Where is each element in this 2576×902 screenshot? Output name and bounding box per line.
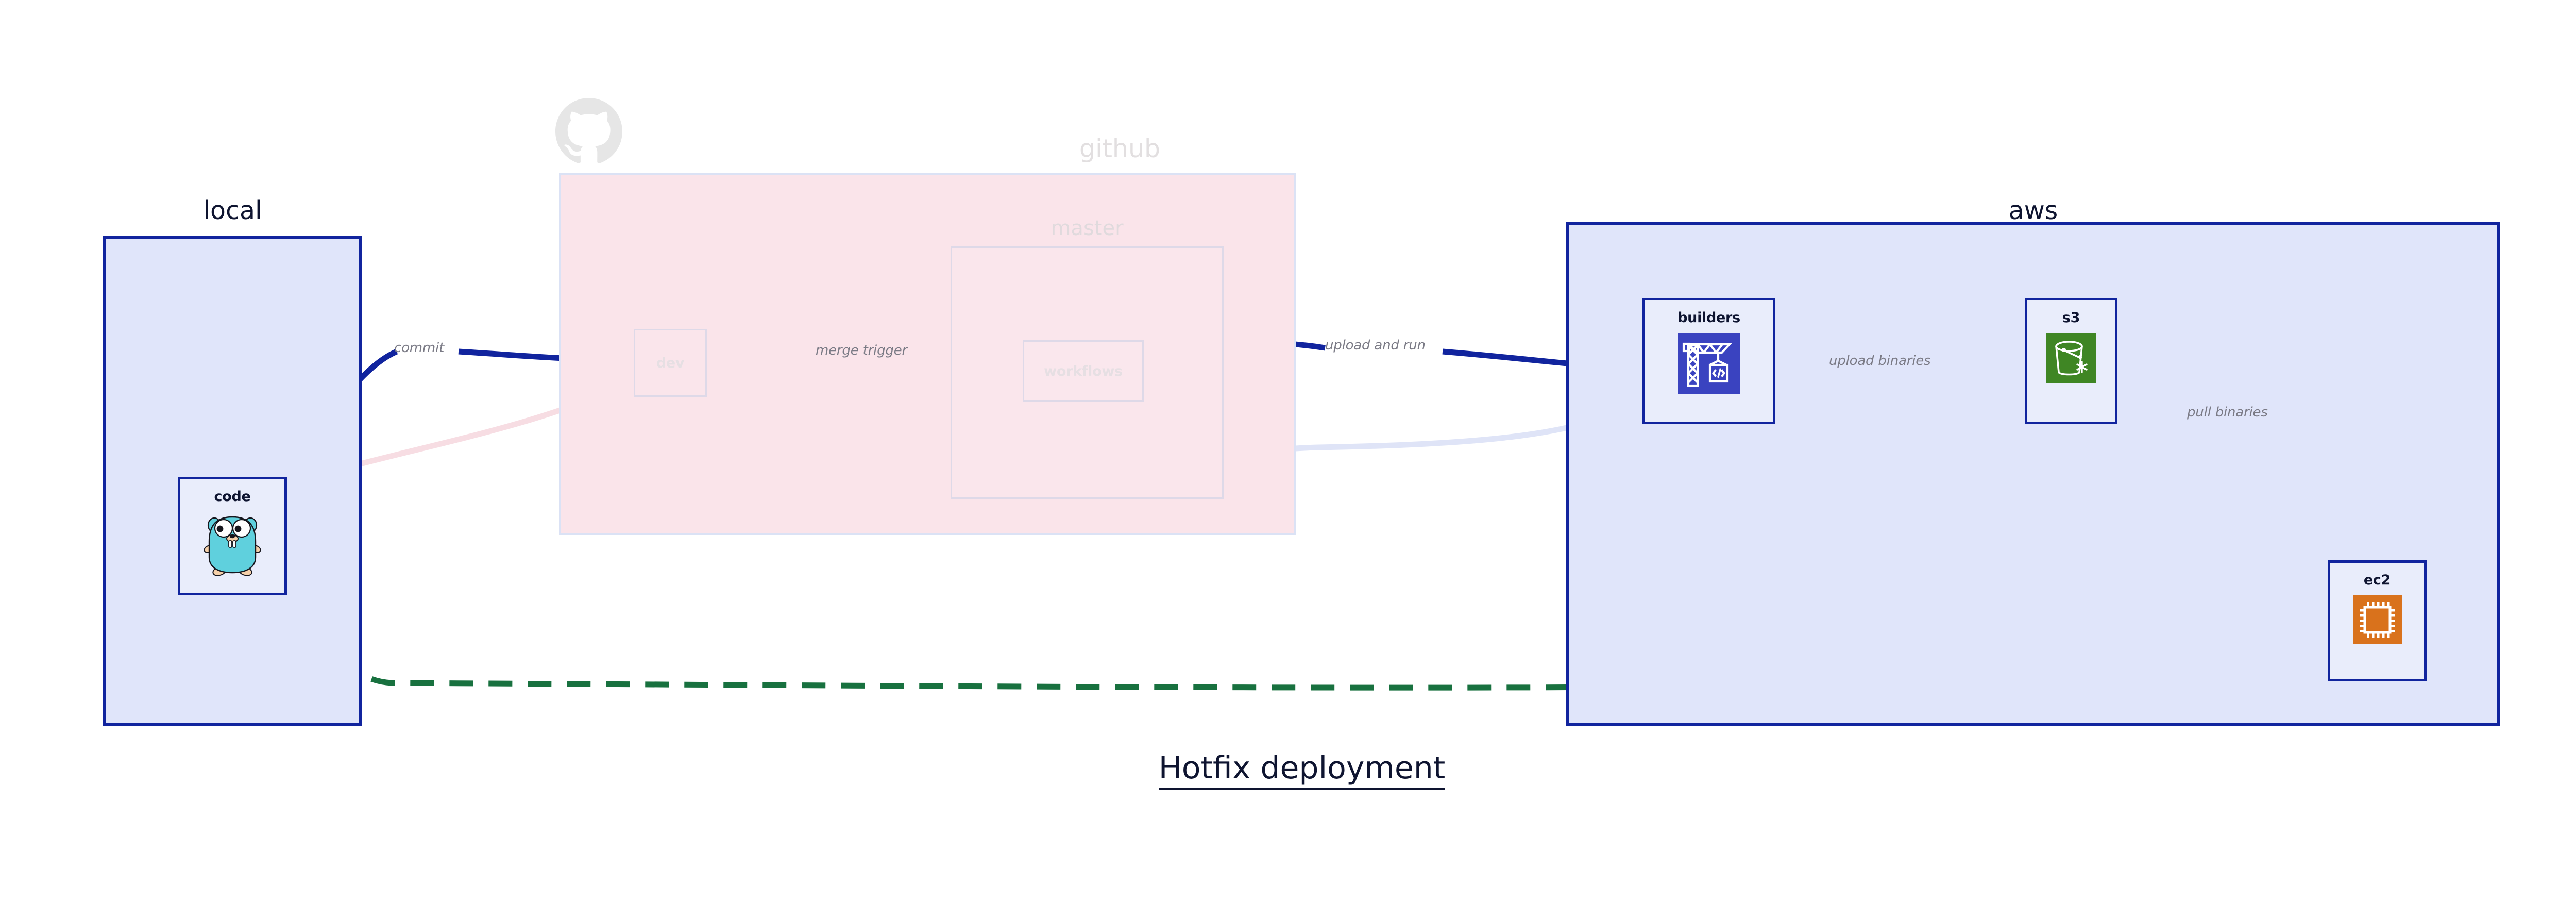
go-gopher-icon	[202, 512, 263, 578]
edge-label-upload-and-run: upload and run	[1325, 338, 1426, 353]
edge-label-upload-binaries: upload binaries	[1829, 353, 1931, 369]
edge-label-pull-binaries: pull binaries	[2187, 405, 2268, 420]
group-aws-label: aws	[2008, 196, 2058, 225]
node-builders-label: builders	[1677, 310, 1740, 326]
node-ec2[interactable]: ec2	[2328, 560, 2427, 681]
node-s3[interactable]: s3	[2025, 298, 2117, 424]
node-dev-label: dev	[656, 355, 685, 371]
diagram-title: Hotfix deployment	[0, 750, 2576, 790]
node-workflows-label: workflows	[1044, 363, 1123, 379]
s3-bucket-icon	[2046, 333, 2096, 386]
edge-label-commit: commit	[394, 340, 445, 356]
group-github[interactable]	[559, 173, 1296, 535]
subgroup-master[interactable]	[951, 246, 1224, 499]
group-local-label: local	[203, 196, 262, 225]
node-ec2-label: ec2	[2363, 572, 2391, 588]
node-code-label: code	[214, 489, 251, 505]
cpu-chip-icon	[2352, 595, 2402, 646]
node-code[interactable]: code	[178, 477, 287, 595]
group-github-label: github	[1079, 134, 1161, 163]
node-builders[interactable]: builders	[1642, 298, 1775, 424]
node-dev[interactable]: dev	[634, 329, 707, 397]
subgroup-master-label: master	[1050, 216, 1124, 240]
diagram-title-text: Hotfix deployment	[1158, 750, 1446, 790]
github-octocat-icon	[555, 98, 622, 167]
node-workflows[interactable]: workflows	[1023, 340, 1144, 402]
edge-label-merge-trigger: merge trigger	[816, 343, 907, 358]
node-s3-label: s3	[2062, 310, 2080, 326]
crane-code-icon	[1678, 333, 1740, 396]
